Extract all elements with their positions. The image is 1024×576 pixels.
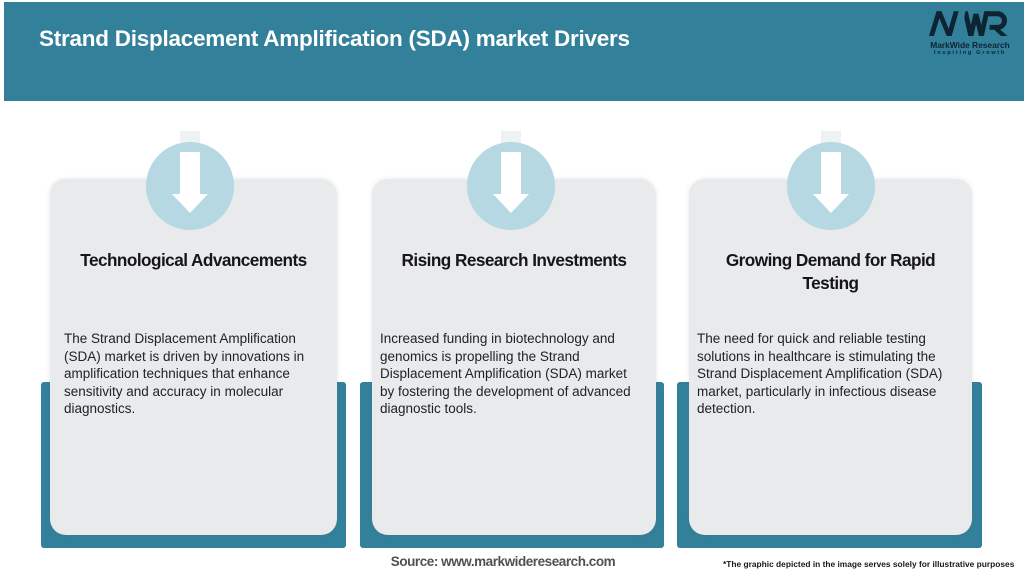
svg-text:Inspiring Growth: Inspiring Growth [934,50,1006,56]
svg-text:MarkWide Research: MarkWide Research [930,40,1010,50]
